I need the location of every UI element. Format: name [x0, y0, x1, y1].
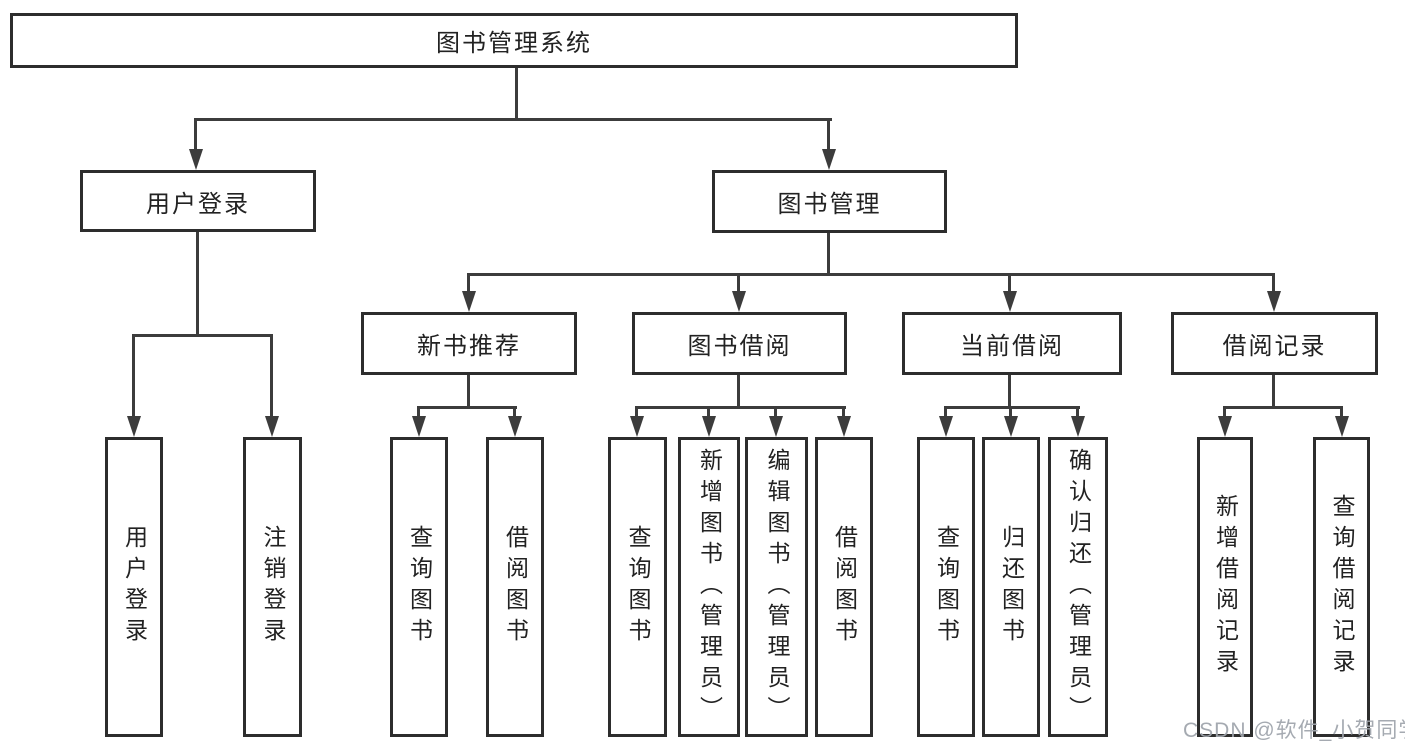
- arrow-down-icon: [127, 416, 141, 437]
- leaf-query-books-current: 查询图书: [917, 437, 975, 737]
- connector-line: [1223, 406, 1226, 419]
- arrow-down-icon: [462, 291, 476, 312]
- node-borrow-records-label: 借阅记录: [1222, 333, 1327, 360]
- connector-line: [467, 273, 1275, 276]
- leaf-query-books-borrow: 查询图书: [608, 437, 667, 737]
- connector-line: [417, 406, 517, 409]
- arrow-down-icon: [702, 416, 716, 437]
- arrow-down-icon: [1003, 291, 1017, 312]
- connector-line: [194, 118, 197, 152]
- arrow-down-icon: [508, 416, 522, 437]
- watermark: CSDN @软件_小贺同学: [1183, 719, 1405, 742]
- leaf-borrow-books-label: 借阅图书: [831, 525, 858, 649]
- arrow-down-icon: [412, 416, 426, 437]
- node-user-login-label: 用户登录: [146, 190, 250, 218]
- connector-line: [635, 406, 846, 409]
- arrow-down-icon: [189, 149, 203, 170]
- connector-line: [737, 273, 740, 293]
- node-book-borrow: 图书借阅: [632, 312, 847, 375]
- arrow-down-icon: [1218, 416, 1232, 437]
- leaf-user-login-label: 用户登录: [121, 525, 148, 649]
- connector-line: [270, 334, 273, 418]
- arrow-down-icon: [1071, 416, 1085, 437]
- arrow-down-icon: [1004, 416, 1018, 437]
- connector-line: [513, 406, 516, 419]
- connector-line: [827, 118, 830, 152]
- leaf-query-books-recommend-label: 查询图书: [406, 525, 433, 649]
- leaf-return-books-label: 归还图书: [998, 525, 1025, 649]
- connector-line: [417, 406, 420, 419]
- connector-line: [944, 406, 947, 419]
- connector-line: [827, 233, 830, 275]
- arrow-down-icon: [265, 416, 279, 437]
- leaf-query-books-recommend: 查询图书: [390, 437, 448, 737]
- node-borrow-records: 借阅记录: [1171, 312, 1378, 375]
- leaf-edit-books-admin-label: 编辑图书（管理员）: [764, 447, 790, 727]
- connector-line: [132, 334, 135, 418]
- node-root: 图书管理系统: [10, 13, 1018, 68]
- connector-line: [515, 68, 518, 120]
- leaf-add-books-admin: 新增图书（管理员）: [678, 437, 740, 737]
- connector-line: [1008, 375, 1011, 408]
- node-root-label: 图书管理系统: [436, 30, 592, 57]
- arrow-down-icon: [1267, 291, 1281, 312]
- connector-line: [1340, 406, 1343, 419]
- connector-line: [842, 406, 845, 419]
- node-book-management: 图书管理: [712, 170, 947, 233]
- leaf-add-borrow-record-label: 新增借阅记录: [1212, 494, 1239, 680]
- arrow-down-icon: [769, 416, 783, 437]
- connector-line: [635, 406, 638, 419]
- leaf-return-books: 归还图书: [982, 437, 1040, 737]
- arrow-down-icon: [1335, 416, 1349, 437]
- arrow-down-icon: [939, 416, 953, 437]
- connector-line: [467, 375, 470, 408]
- connector-line: [774, 406, 777, 419]
- leaf-logout-label: 注销登录: [260, 525, 286, 649]
- connector-line: [1076, 406, 1079, 419]
- node-book-borrow-label: 图书借阅: [687, 333, 792, 360]
- leaf-confirm-return-admin-label: 确认归还（管理员）: [1065, 447, 1092, 727]
- connector-line: [707, 406, 710, 419]
- connector-line: [1009, 406, 1012, 419]
- leaf-confirm-return-admin: 确认归还（管理员）: [1048, 437, 1108, 737]
- connector-line: [737, 375, 740, 408]
- leaf-logout: 注销登录: [243, 437, 302, 737]
- connector-line: [132, 334, 273, 337]
- arrow-down-icon: [630, 416, 644, 437]
- connector-line: [1008, 273, 1011, 293]
- leaf-add-borrow-record: 新增借阅记录: [1197, 437, 1253, 737]
- node-user-login: 用户登录: [80, 170, 316, 232]
- connector-line: [194, 118, 832, 121]
- leaf-borrow-books-recommend-label: 借阅图书: [502, 525, 529, 649]
- arrow-down-icon: [837, 416, 851, 437]
- node-new-book-recommend: 新书推荐: [361, 312, 577, 375]
- connector-line: [196, 232, 199, 336]
- leaf-add-books-admin-label: 新增图书（管理员）: [696, 447, 723, 727]
- connector-line: [944, 406, 1080, 409]
- leaf-query-borrow-record: 查询借阅记录: [1313, 437, 1370, 737]
- connector-line: [1223, 406, 1343, 409]
- node-new-book-recommend-label: 新书推荐: [417, 333, 521, 360]
- leaf-user-login: 用户登录: [105, 437, 163, 737]
- leaf-borrow-books-recommend: 借阅图书: [486, 437, 544, 737]
- node-current-borrow-label: 当前借阅: [960, 333, 1064, 360]
- connector-line: [1272, 273, 1275, 293]
- node-current-borrow: 当前借阅: [902, 312, 1122, 375]
- connector-line: [1272, 375, 1275, 408]
- leaf-query-books-current-label: 查询图书: [933, 525, 960, 649]
- leaf-borrow-books: 借阅图书: [815, 437, 873, 737]
- leaf-query-books-borrow-label: 查询图书: [625, 525, 651, 649]
- connector-line: [467, 273, 470, 293]
- leaf-edit-books-admin: 编辑图书（管理员）: [745, 437, 808, 737]
- node-book-management-label: 图书管理: [777, 191, 882, 218]
- arrow-down-icon: [732, 291, 746, 312]
- arrow-down-icon: [822, 149, 836, 170]
- leaf-query-borrow-record-label: 查询借阅记录: [1329, 494, 1355, 680]
